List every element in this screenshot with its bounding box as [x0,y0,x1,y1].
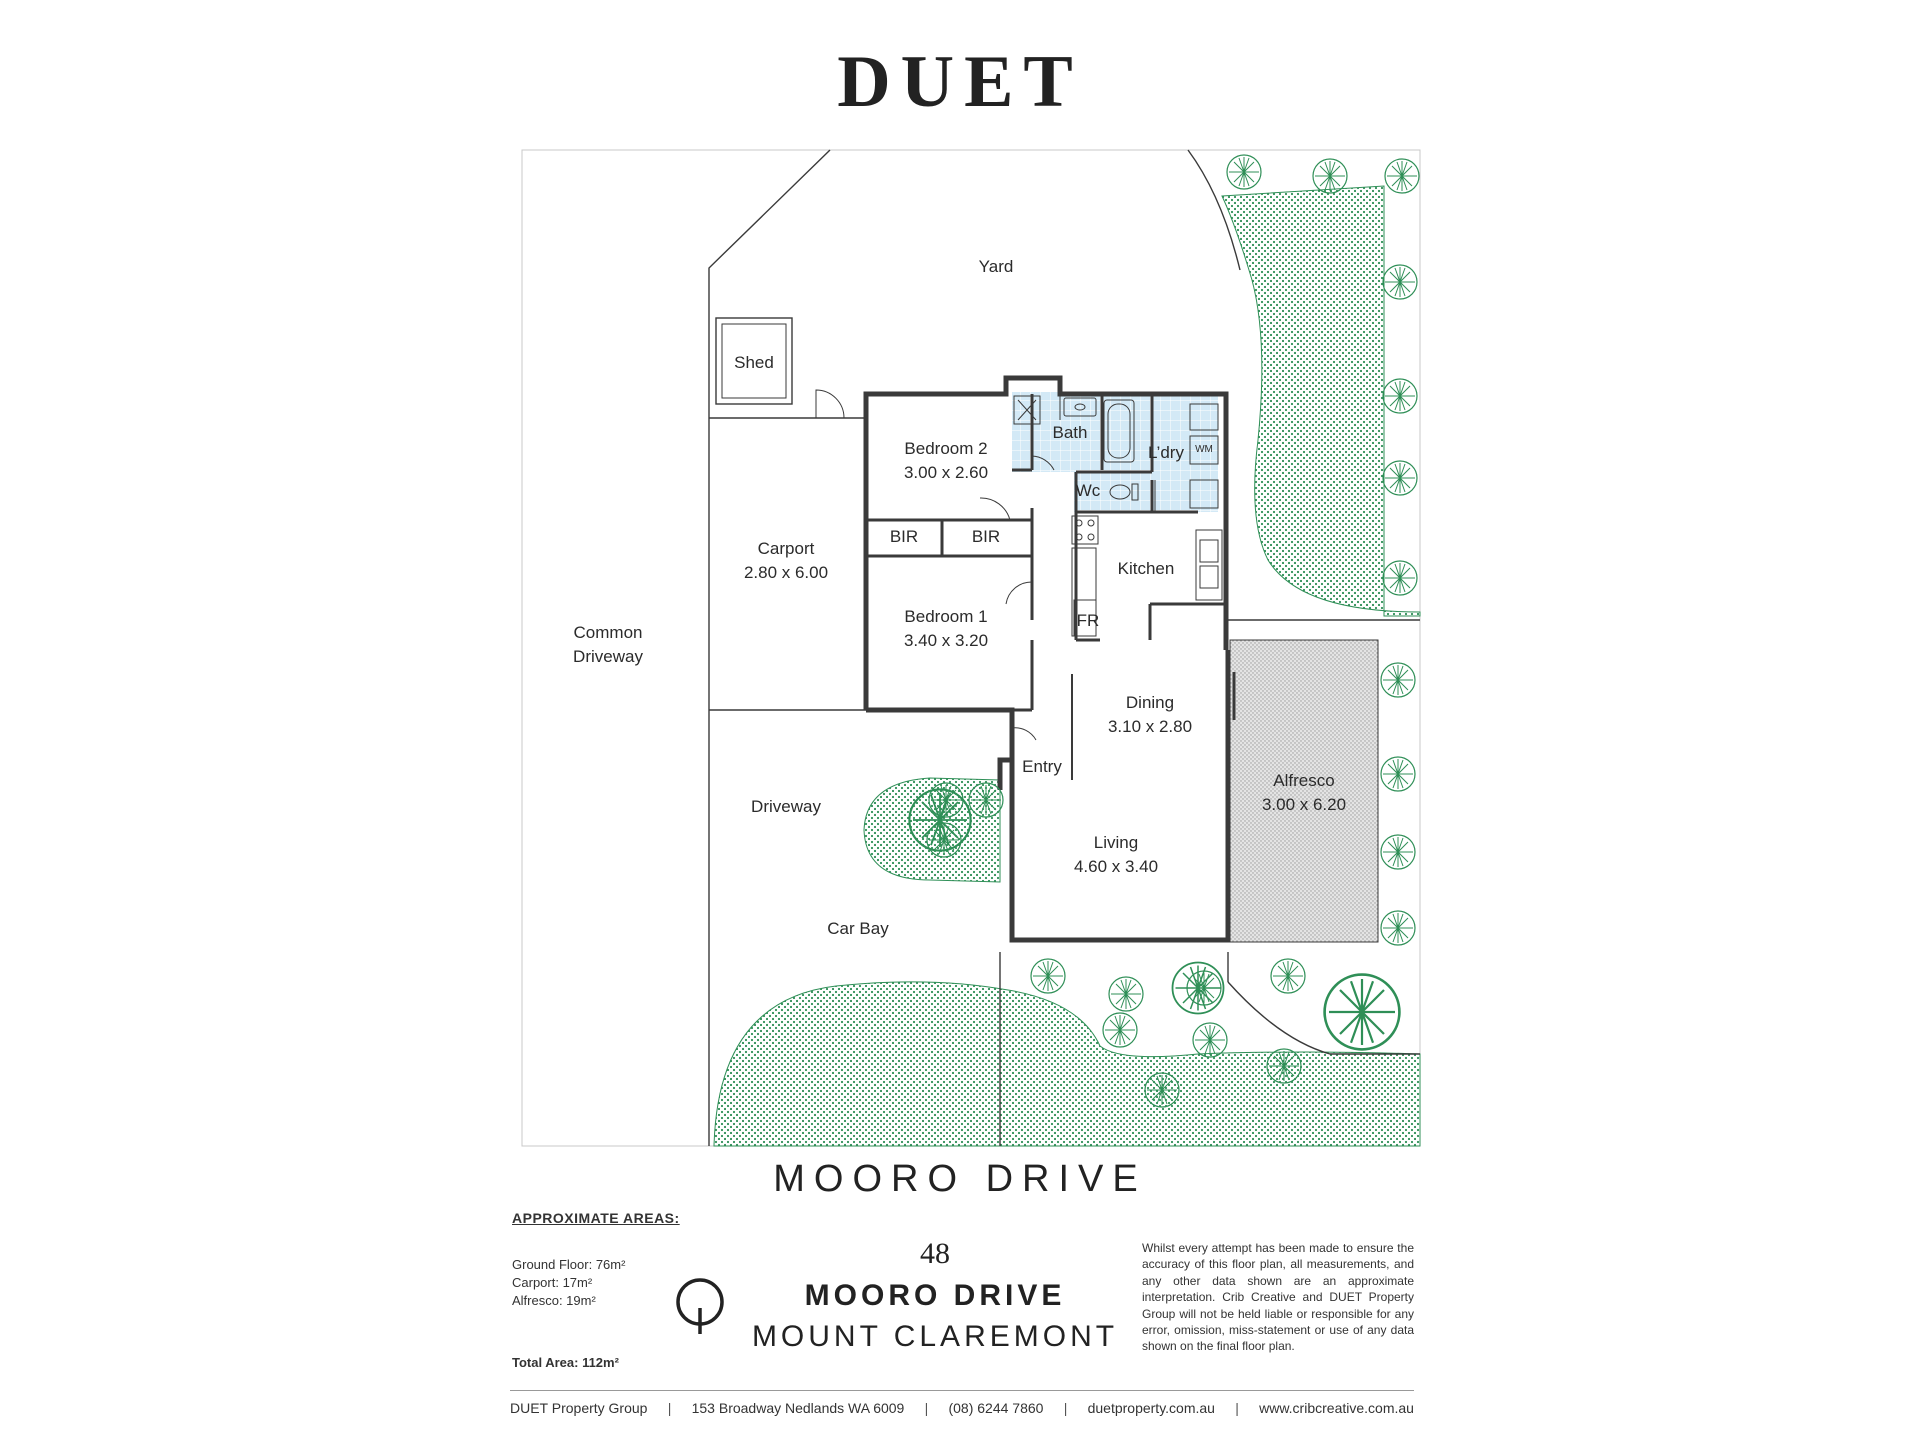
areas-heading: APPROXIMATE AREAS: [512,1210,680,1226]
label-bedroom1-size: 3.40 x 3.20 [904,631,988,650]
area-alfresco: Alfresco: 19m² [512,1293,596,1308]
shed-outer [715,317,793,405]
label-bir2: BIR [972,527,1000,546]
address-number: 48 [920,1237,950,1270]
footer-separator: | [924,1400,929,1416]
laundry-tiles [1152,392,1218,512]
address-street: MOORO DRIVE [804,1279,1066,1312]
area-total: Total Area: 112m² [512,1355,619,1370]
label-carport-size: 2.80 x 6.00 [744,563,828,582]
footer: DUET Property Group | 153 Broadway Nedla… [510,1390,1414,1416]
label-driveway: Driveway [751,797,821,816]
footer-address: 153 Broadway Nedlands WA 6009 [691,1400,905,1416]
label-living-size: 4.60 x 3.40 [1074,857,1158,876]
label-fr: FR [1077,611,1100,630]
area-ground-floor: Ground Floor: 76m² [512,1257,626,1272]
duet-logo-mark-icon [676,1278,724,1334]
label-alfresco-size: 3.00 x 6.20 [1262,795,1346,814]
label-carbay: Car Bay [827,919,889,938]
footer-separator: | [1063,1400,1068,1416]
garden-bottom [713,981,1421,1147]
label-common-1: Common [574,623,643,642]
label-living: Living [1094,833,1138,852]
label-carport: Carport [758,539,815,558]
footer-company: DUET Property Group [510,1400,648,1416]
footer-phone: (08) 6244 7860 [948,1400,1044,1416]
alfresco-area [1229,639,1379,943]
area-carport: Carport: 17m² [512,1275,593,1290]
disclaimer: Whilst every attempt has been made to en… [1142,1241,1414,1354]
label-bir1: BIR [890,527,918,546]
footer-separator: | [667,1400,672,1416]
label-entry: Entry [1022,757,1062,776]
footer-separator: | [1235,1400,1239,1416]
label-bedroom2: Bedroom 2 [904,439,987,458]
shed-inner [721,323,787,399]
address-suburb: MOUNT CLAREMONT [751,1320,1119,1353]
label-wm: WM [1195,444,1213,455]
label-dining: Dining [1126,693,1174,712]
brand-logo: DUET [837,41,1083,123]
label-yard: Yard [979,257,1014,276]
areas-list: Ground Floor: 76m² Carport: 17m² Alfresc… [512,1256,625,1310]
label-wc: Wc [1076,481,1101,500]
label-bedroom2-size: 3.00 x 2.60 [904,463,988,482]
property-address: 48 MOORO DRIVE MOUNT CLAREMONT [740,1236,1130,1358]
footer-website-duet[interactable]: duetproperty.com.au [1087,1400,1215,1416]
label-common-2: Driveway [573,647,643,666]
footer-website-crib[interactable]: www.cribcreative.com.au [1259,1400,1414,1416]
label-alfresco: Alfresco [1273,771,1334,790]
street-name: MOORO DRIVE [773,1158,1147,1200]
garden-right [1221,185,1421,617]
label-bath: Bath [1053,423,1088,442]
label-dining-size: 3.10 x 2.80 [1108,717,1192,736]
bath-tiles [1012,392,1152,472]
label-bedroom1: Bedroom 1 [904,607,987,626]
label-laundry: L’dry [1148,443,1184,462]
wc-tiles [1074,472,1152,512]
label-shed: Shed [734,353,774,372]
label-kitchen: Kitchen [1118,559,1175,578]
